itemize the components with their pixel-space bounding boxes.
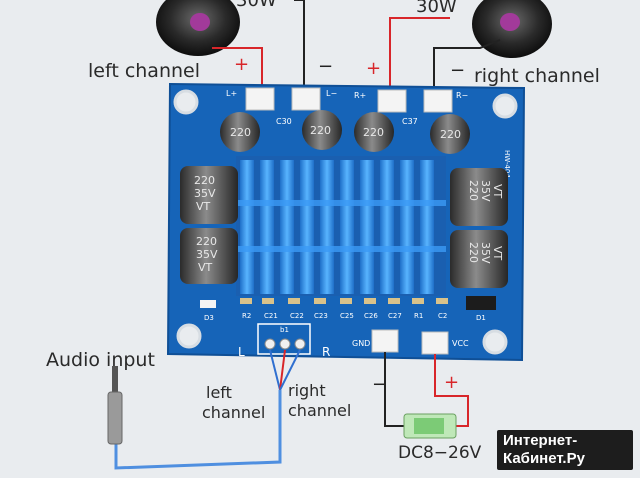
- top-speaker-wires: [212, 0, 501, 96]
- right-channel-bottom-label-2: channel: [288, 401, 351, 420]
- svg-text:35V: 35V: [194, 187, 216, 200]
- right-channel-bottom-label-1: right: [288, 381, 326, 400]
- svg-text:VT: VT: [491, 246, 504, 261]
- part-label-5: C26: [364, 312, 378, 320]
- svg-text:VCC: VCC: [452, 339, 469, 348]
- right-power-label: 30W: [416, 0, 457, 17]
- capacitor-left-2: 220 35V VT: [180, 228, 238, 284]
- part-label-4: C25: [340, 312, 354, 320]
- terminal-l-minus: L−: [291, 87, 337, 111]
- heatsink: [236, 156, 446, 296]
- terminal-r-plus: R+: [354, 89, 407, 113]
- input-wires: [114, 349, 301, 470]
- terminal-r-minus: R−: [423, 89, 468, 113]
- svg-text:VT: VT: [491, 184, 504, 199]
- watermark-line-2: Кабинет.Ру: [503, 450, 585, 467]
- smd-parts-row: R2 C21 C22 C23 C25 C26 C27 R1 C2: [240, 298, 448, 320]
- svg-text:220: 220: [230, 126, 251, 139]
- svg-text:L+: L+: [226, 89, 237, 98]
- watermark-line-1: Интернет-: [503, 432, 578, 449]
- right-minus-sign: −: [450, 60, 465, 81]
- vcc-plus-sign: +: [444, 372, 459, 393]
- svg-text:D1: D1: [476, 314, 486, 322]
- svg-text:220: 220: [196, 235, 217, 248]
- svg-text:L−: L−: [326, 89, 337, 98]
- svg-text:220: 220: [310, 124, 331, 137]
- right-channel-top-label: right channel: [474, 65, 600, 87]
- svg-text:R+: R+: [354, 91, 366, 100]
- left-plus-sign: +: [234, 54, 249, 75]
- battery-icon: [403, 413, 457, 439]
- label-c30: C30: [276, 117, 292, 126]
- left-power-label: 30W: [236, 0, 277, 11]
- svg-text:220: 220: [467, 180, 480, 201]
- watermark-badge: Интернет- Кабинет.Ру: [497, 430, 633, 470]
- capacitor-top-4: 220: [430, 114, 470, 154]
- input-l-label: L: [238, 345, 245, 359]
- capacitor-right-1: 220 35V VT: [450, 168, 508, 226]
- part-label-0: R2: [242, 312, 251, 320]
- part-label-6: C27: [388, 312, 402, 320]
- svg-text:D3: D3: [204, 314, 214, 322]
- svg-text:35V: 35V: [479, 180, 492, 202]
- audio-input-label: Audio input: [46, 349, 155, 371]
- svg-text:220: 220: [467, 242, 480, 263]
- svg-text:35V: 35V: [196, 248, 218, 261]
- part-label-7: R1: [414, 312, 423, 320]
- left-speaker: [156, 0, 240, 56]
- svg-text:VT: VT: [196, 200, 211, 213]
- power-wires: [384, 352, 469, 427]
- svg-text:R−: R−: [456, 91, 468, 100]
- part-label-1: C21: [264, 312, 278, 320]
- svg-text:35V: 35V: [479, 242, 492, 264]
- svg-text:220: 220: [194, 174, 215, 187]
- input-mark-label: b1: [280, 326, 289, 334]
- audio-jack-icon: [107, 366, 123, 445]
- pcb-board: L+ L− R+ R− C30 C37 HW-404: [166, 82, 526, 362]
- part-label-8: C2: [438, 312, 447, 320]
- part-label-3: C23: [314, 312, 328, 320]
- mounting-hole-bottom-left: [176, 323, 202, 349]
- capacitor-top-1: 220: [220, 112, 260, 152]
- model-label: HW-404: [503, 150, 511, 178]
- capacitor-top-2: 220: [302, 110, 342, 150]
- part-label-2: C22: [290, 312, 304, 320]
- mounting-hole-top-left: [173, 89, 199, 115]
- svg-text:GND: GND: [352, 339, 370, 348]
- diode-d3: D3: [200, 300, 216, 322]
- left-minus-sign: −: [318, 56, 333, 77]
- mounting-hole-bottom-right: [482, 329, 508, 355]
- label-c37: C37: [402, 117, 418, 126]
- mounting-hole-top-right: [492, 93, 518, 119]
- terminal-l-plus: L+: [226, 87, 275, 111]
- svg-text:220: 220: [363, 126, 384, 139]
- capacitor-left-1: 220 35V VT: [180, 166, 238, 224]
- input-r-label: R: [322, 345, 330, 359]
- svg-text:220: 220: [440, 128, 461, 141]
- right-plus-sign: +: [366, 58, 381, 79]
- capacitor-top-3: 220: [354, 112, 394, 152]
- left-channel-top-label: left channel: [88, 60, 200, 82]
- left-channel-bottom-label-1: left: [206, 383, 232, 402]
- svg-text:VT: VT: [198, 261, 213, 274]
- capacitor-right-2: 220 35V VT: [450, 230, 508, 288]
- supply-voltage-label: DC8−26V: [398, 443, 482, 463]
- left-channel-bottom-label-2: channel: [202, 403, 265, 422]
- gnd-minus-sign: −: [372, 374, 387, 395]
- diode-d1: D1: [466, 296, 496, 322]
